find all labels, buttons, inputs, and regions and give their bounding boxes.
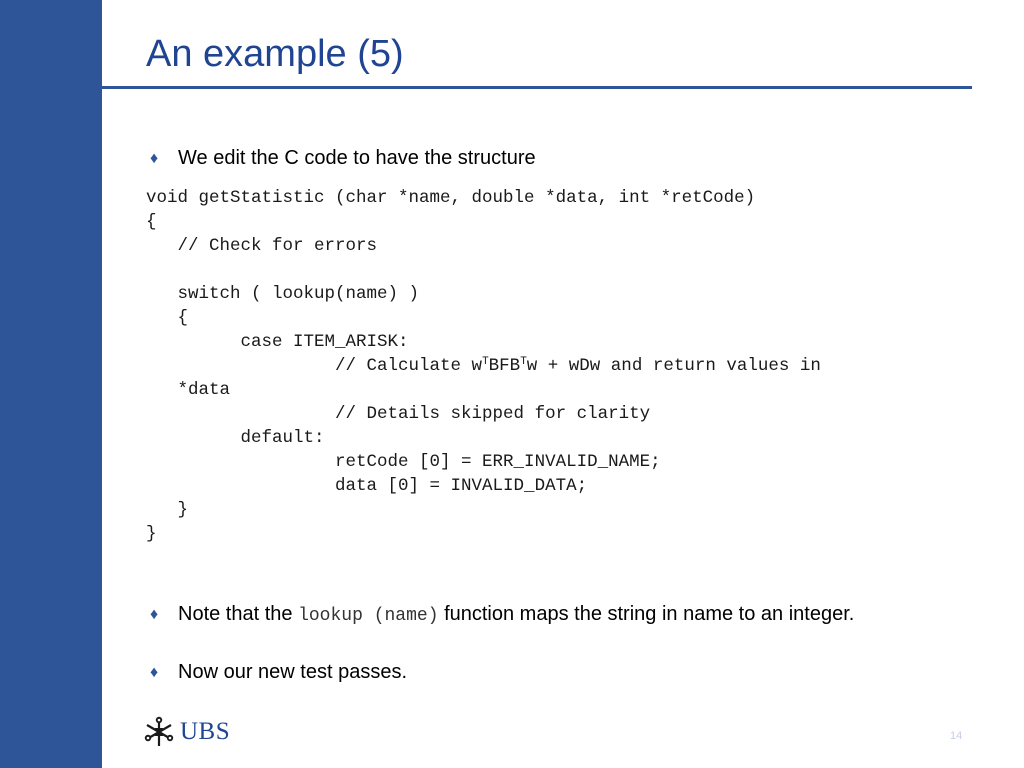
bullet-item-lookup-note: ♦ Note that the lookup (name) function ma… <box>150 602 854 628</box>
code-fragment: // Calculate w <box>146 356 483 376</box>
code-block: void getStatistic (char *name, double *d… <box>146 186 821 546</box>
code-line: { <box>146 308 189 328</box>
code-line: } <box>146 500 189 520</box>
diamond-bullet-icon: ♦ <box>150 150 159 167</box>
three-keys-icon <box>144 716 174 746</box>
page-number: 14 <box>950 730 963 742</box>
side-bar <box>0 0 102 768</box>
code-line: switch ( lookup(name) ) <box>146 284 420 304</box>
bullet-item-test-passes: ♦ Now our new test passes. <box>150 660 407 685</box>
diamond-bullet-icon: ♦ <box>150 664 159 681</box>
code-line: // Details skipped for clarity <box>146 404 651 424</box>
diamond-bullet-icon: ♦ <box>150 606 159 623</box>
ubs-logo: UBS <box>144 714 230 750</box>
slide-title: An example (5) <box>146 33 404 75</box>
bullet-text: Now our new test passes. <box>178 661 407 683</box>
code-line-formula: // Calculate wTBFBTw + wDw and return va… <box>146 356 821 376</box>
code-line: case ITEM_ARISK: <box>146 332 409 352</box>
bullet-text: Note that the <box>178 603 299 625</box>
title-rule <box>34 86 972 89</box>
code-line: *data <box>146 380 231 400</box>
code-fragment: w + wDw and return values in <box>526 356 821 376</box>
code-line: // Check for errors <box>146 236 378 256</box>
code-line: default: <box>146 428 325 448</box>
code-line: { <box>146 212 157 232</box>
bullet-text: We edit the C code to have the structure <box>178 147 536 169</box>
code-fragment: BFB <box>488 356 521 376</box>
code-line: data [0] = INVALID_DATA; <box>146 476 588 496</box>
inline-code: lookup (name) <box>298 606 439 626</box>
bullet-item-structure: ♦ We edit the C code to have the structur… <box>150 146 536 171</box>
bullet-text: function maps the string in name to an i… <box>438 603 855 625</box>
superscript-t: T <box>520 356 527 368</box>
code-line: retCode [0] = ERR_INVALID_NAME; <box>146 452 661 472</box>
logo-text: UBS <box>180 718 231 745</box>
code-line: void getStatistic (char *name, double *d… <box>146 188 756 208</box>
code-line: } <box>146 524 157 544</box>
superscript-t: T <box>482 356 489 368</box>
